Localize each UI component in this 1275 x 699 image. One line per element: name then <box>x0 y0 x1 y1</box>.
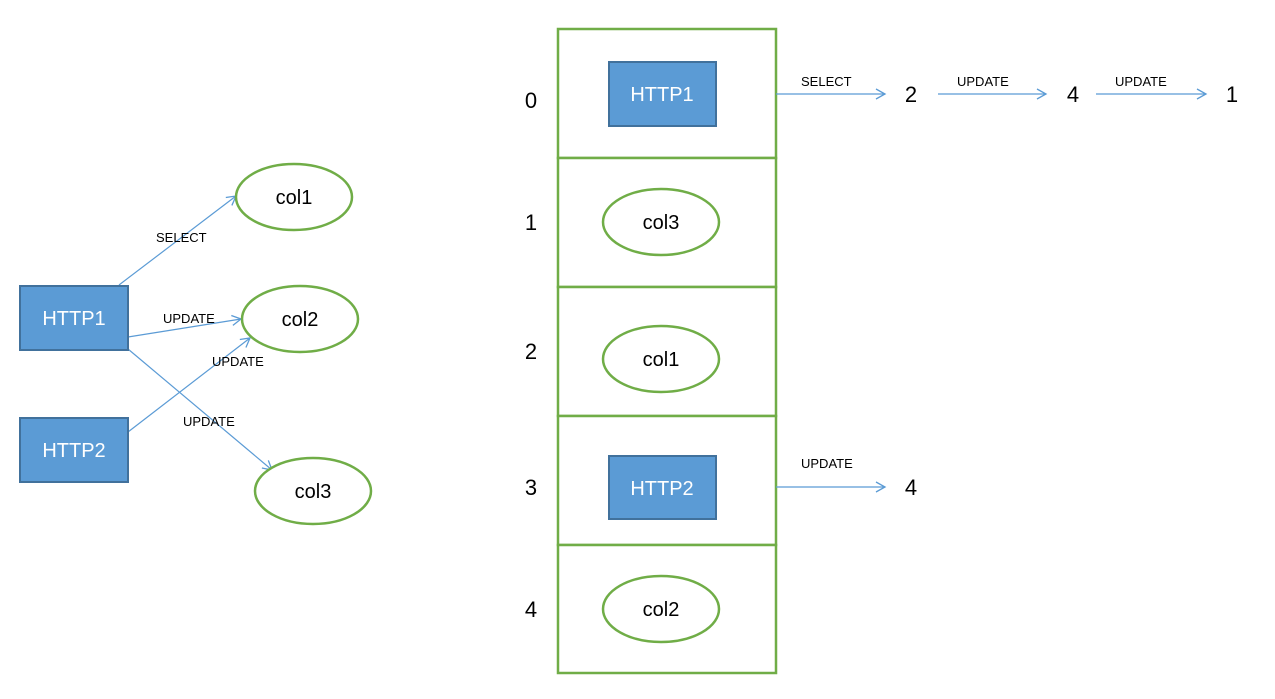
node-table: 0 1 2 3 4 HTTP1 col3 col1 HTTP2 col2 <box>525 27 778 675</box>
request-node-label: HTTP2 <box>42 440 105 462</box>
chain-row-3: UPDATE 4 <box>776 456 917 500</box>
row-index-3: 3 <box>525 475 537 500</box>
table-node-col1: col1 <box>601 324 721 394</box>
column-node-label: col1 <box>276 187 313 209</box>
edge-http1-col1 <box>118 195 238 286</box>
chain-edge-label: UPDATE <box>801 456 853 471</box>
edge-label-http1-col2: UPDATE <box>163 311 215 326</box>
chain-target: 4 <box>1067 82 1079 107</box>
chain-edge-label: SELECT <box>801 74 852 89</box>
chain-target: 4 <box>905 475 917 500</box>
table-node-label: col3 <box>643 212 680 234</box>
chain-edge-label: UPDATE <box>957 74 1009 89</box>
table-node-http1: HTTP1 <box>608 61 717 127</box>
table-node-label: col1 <box>643 349 680 371</box>
table-cell-2 <box>556 285 778 418</box>
request-node-label: HTTP1 <box>42 308 105 330</box>
chain-row-0: SELECT 2 UPDATE 4 UPDATE 1 <box>776 74 1238 107</box>
row-index-2: 2 <box>525 339 537 364</box>
column-node-label: col2 <box>282 309 319 331</box>
edge-http2-col2 <box>127 337 252 433</box>
column-node-col3: col3 <box>253 456 373 526</box>
left-graph: SELECT UPDATE UPDATE UPDATE HTTP1 HTTP2 … <box>19 162 373 526</box>
chain-target: 1 <box>1226 82 1238 107</box>
row-index-0: 0 <box>525 88 537 113</box>
row-index-1: 1 <box>525 210 537 235</box>
table-node-label: col2 <box>643 599 680 621</box>
chain-target: 2 <box>905 82 917 107</box>
edge-http1-col2 <box>127 314 243 338</box>
chain-edge-label: UPDATE <box>1115 74 1167 89</box>
request-node-http2: HTTP2 <box>19 417 129 483</box>
table-node-label: HTTP2 <box>630 478 693 500</box>
table-node-http2: HTTP2 <box>608 455 717 520</box>
edge-label-http1-col1: SELECT <box>156 230 207 245</box>
column-node-label: col3 <box>295 481 332 503</box>
column-node-col2: col2 <box>240 284 360 354</box>
edge-http1-col3 <box>127 348 274 471</box>
edge-label-http1-col3: UPDATE <box>183 414 235 429</box>
request-node-http1: HTTP1 <box>19 285 129 351</box>
table-node-col2: col2 <box>601 574 721 644</box>
table-node-col3: col3 <box>601 187 721 257</box>
table-node-label: HTTP1 <box>630 84 693 106</box>
column-node-col1: col1 <box>234 162 354 232</box>
edge-label-http2-col2: UPDATE <box>212 354 264 369</box>
row-index-4: 4 <box>525 597 537 622</box>
